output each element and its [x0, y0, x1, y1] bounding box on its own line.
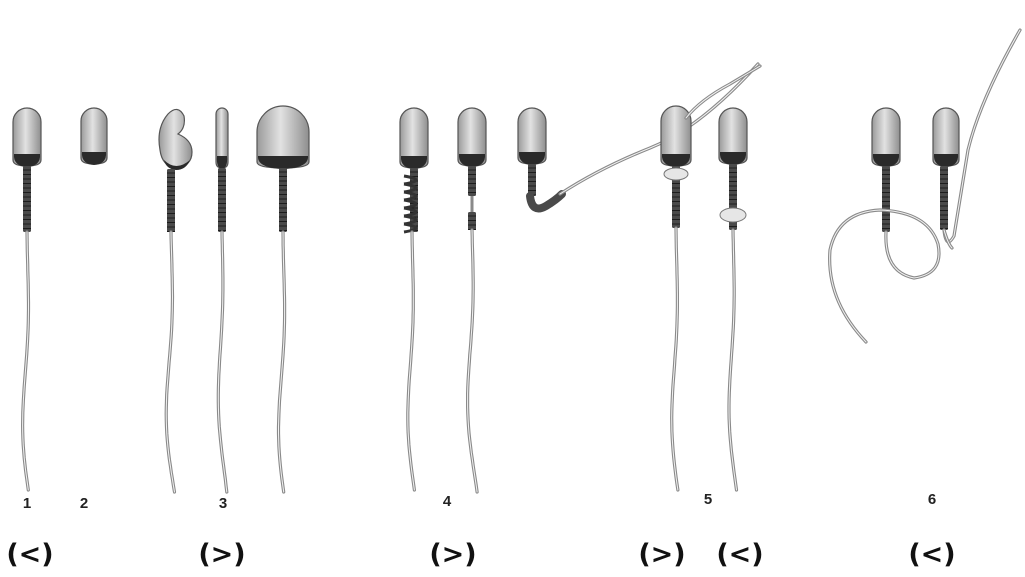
- sperm-cell-normal: [13, 108, 41, 490]
- group-numbers: 1 2 3 4 5 6: [23, 491, 936, 512]
- sperm-head: [159, 109, 192, 168]
- midpiece: [940, 166, 948, 230]
- tail-extension: [686, 66, 760, 118]
- comparison-mark-6: (<): [908, 539, 955, 570]
- sperm-cell-broken-midpiece: [458, 108, 486, 492]
- group-number-1: 1: [23, 495, 31, 512]
- group-number-6: 6: [928, 491, 936, 508]
- midpiece: [882, 166, 890, 232]
- sperm-cells: [13, 30, 1020, 492]
- tail: [166, 232, 174, 492]
- cytoplasmic-droplet: [720, 208, 746, 222]
- group-number-5: 5: [704, 491, 712, 508]
- comparison-mark-2: (>): [198, 539, 245, 570]
- sperm-cell-detached-head: [81, 108, 107, 165]
- midpiece: [279, 168, 287, 232]
- comparison-mark-5: (<): [716, 539, 763, 570]
- sperm-cell-narrow-head: [216, 108, 228, 492]
- midpiece: [23, 166, 31, 232]
- group-number-2: 2: [80, 495, 88, 512]
- comparison-mark-3: (>): [429, 539, 476, 570]
- sperm-cell-folded-tail: [933, 30, 1020, 248]
- sperm-cell-looped-tail: [830, 108, 939, 342]
- midpiece: [218, 168, 226, 232]
- comparison-mark-1: (<): [6, 539, 53, 570]
- comparison-mark-4: (>): [638, 539, 685, 570]
- group-number-3: 3: [219, 495, 227, 512]
- sperm-cell-pyriform-head: [159, 109, 192, 492]
- cytoplasmic-droplet: [664, 168, 688, 180]
- group-number-4: 4: [443, 493, 452, 510]
- comparison-marks: (<) (>) (>) (>) (<) (<): [6, 539, 955, 570]
- sperm-cell-distal-droplet: [719, 108, 747, 490]
- midpiece: [528, 164, 536, 196]
- sperm-cell-macrocephalic-head: [257, 106, 309, 492]
- sperm-cell-coiled-midpiece: [400, 108, 428, 490]
- tail: [729, 230, 737, 490]
